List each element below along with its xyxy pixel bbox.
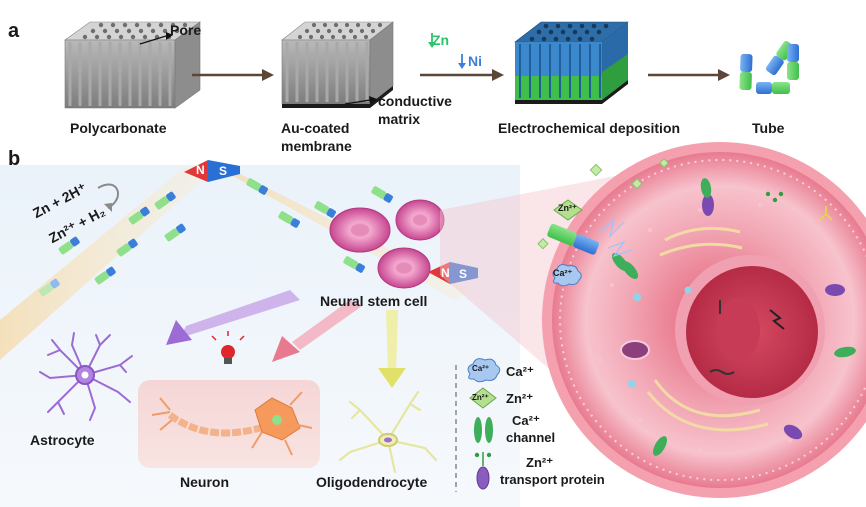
neural-stem-cell-label: Neural stem cell [320, 293, 428, 309]
neuron-cell [151, 391, 313, 456]
magnet-top [184, 160, 240, 182]
legend-zn-transport-line1: Zn²⁺ [526, 455, 554, 470]
process-arrow-2 [420, 69, 504, 81]
legend-zn-transport-line2: transport protein [500, 472, 605, 487]
zn-ion-tag: Zn²⁺ [558, 203, 577, 213]
flying-tubes [38, 178, 393, 297]
large-cell-illustration [542, 142, 866, 498]
step-tube: Tube [752, 120, 785, 136]
neural-stem-cells [329, 199, 445, 289]
legend-ca-channel-line2: channel [506, 430, 556, 445]
zn-down-arrow-icon [428, 33, 436, 48]
step-polycarbonate: Polycarbonate [70, 120, 167, 136]
process-arrow-1 [192, 69, 274, 81]
legend-ca-icon [467, 358, 501, 383]
arrow-to-neuron [272, 300, 362, 362]
zn-ni-tubes [739, 40, 799, 94]
ca-ion-tag: Ca²⁺ [553, 268, 573, 278]
ni-down-arrow-icon [458, 54, 466, 69]
conductive-matrix-pointer [344, 96, 377, 105]
pore-label: Pore [170, 22, 202, 38]
arrow-to-oligodendrocyte [378, 310, 406, 388]
neuron-label: Neuron [180, 474, 229, 490]
legend-zn-label: Zn²⁺ [506, 391, 534, 406]
tube-entering-cell [547, 218, 633, 258]
legend-zn-transporter-icon [474, 452, 492, 490]
legend-zn-icon [469, 387, 497, 409]
zn-ion-particles [537, 158, 669, 250]
au-coated-membrane [281, 21, 394, 108]
astrocyte-cell [39, 332, 133, 421]
arrow-to-astrocyte [166, 290, 300, 345]
conductive-matrix-line1: conductive [378, 93, 452, 109]
pore-pointer-arrow [139, 32, 173, 45]
magnet-right-n-label: N [441, 266, 450, 280]
polycarbonate-membrane [64, 21, 201, 109]
magnet-n-label: N [196, 163, 205, 177]
zn-ion-icon [553, 199, 583, 221]
ni-label: Ni [468, 53, 482, 69]
magnet-s-label: S [219, 164, 228, 178]
oligodendrocyte-label: Oligodendrocyte [316, 474, 428, 490]
magnet-right-s-label: S [459, 267, 468, 281]
astrocyte-label: Astrocyte [30, 432, 95, 448]
zn-label: Zn [432, 32, 450, 48]
step-electrochemical-deposition: Electrochemical deposition [498, 120, 681, 136]
step-au-coated-line1: Au-coated [281, 120, 350, 136]
legend-zn-icon-text: Zn²⁺ [472, 393, 489, 402]
reaction-curved-arrow [97, 183, 119, 209]
electrodeposited-membrane [514, 21, 629, 104]
light-bulb-icon [211, 331, 245, 364]
panel-b-letter: b [8, 148, 21, 170]
transport-protein-outside [700, 178, 833, 221]
magnet-right [428, 262, 478, 284]
oligodendrocyte-cell [338, 390, 438, 474]
legend-ca-icon-text: Ca²⁺ [472, 364, 490, 373]
step-au-coated-line2: membrane [281, 138, 352, 154]
panel-a-letter: a [8, 20, 20, 42]
ca-ion-icon [552, 264, 582, 287]
conductive-matrix-line2: matrix [378, 111, 421, 127]
magnetic-field-beam-left [0, 166, 205, 360]
legend-ca-channel-line1: Ca²⁺ [512, 413, 540, 428]
legend-ca-channel-icon [474, 417, 493, 443]
process-arrow-3 [648, 69, 730, 81]
legend-ca-label: Ca²⁺ [506, 364, 534, 379]
